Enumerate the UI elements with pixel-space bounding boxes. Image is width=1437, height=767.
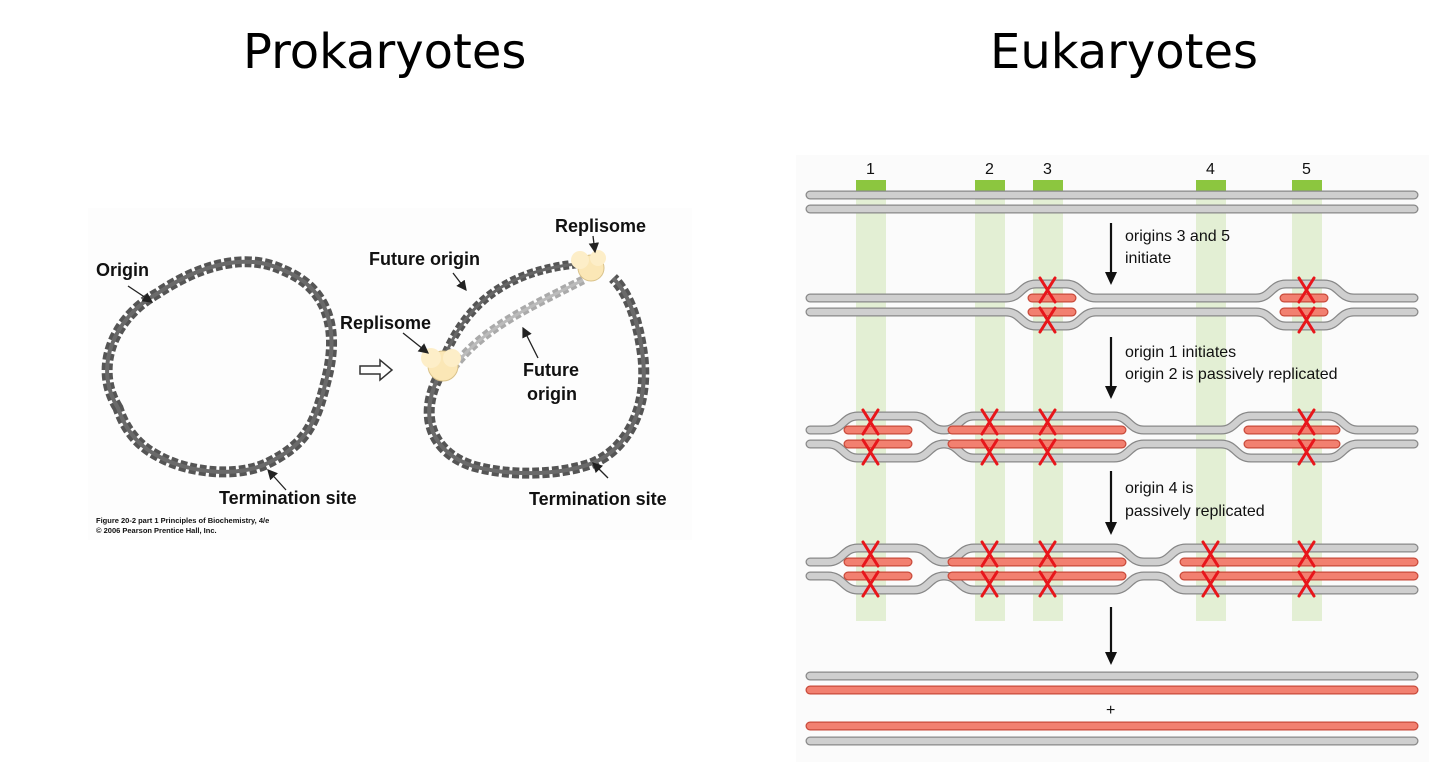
step-3-line-1: origin 4 is (1125, 480, 1193, 497)
dna-row-3 (805, 411, 1419, 463)
daughter-duplex-2 (805, 721, 1419, 746)
step-2-line-1: origin 1 initiates (1125, 344, 1236, 361)
future-origin-label-2a: Future (523, 360, 579, 380)
origin-number-1: 1 (866, 161, 875, 178)
dna-row-2 (805, 279, 1419, 331)
prokaryote-figure: Origin Termination site Future origin Re… (88, 208, 692, 540)
eukaryote-diagram: 1 2 3 4 5 (805, 161, 1419, 746)
eukaryote-figure: 1 2 3 4 5 (796, 155, 1429, 762)
replication-fork-marks (861, 276, 1316, 598)
origin-label: Origin (96, 260, 149, 280)
figure-credit-2: © 2006 Pearson Prentice Hall, Inc. (96, 526, 217, 535)
step-arrowheads (1105, 272, 1117, 665)
origin-markers (856, 180, 1322, 191)
origin-number-2: 2 (985, 161, 994, 178)
circular-chromosome (101, 256, 338, 478)
origin-number-4: 4 (1206, 161, 1215, 178)
step-1-line-2: initiate (1125, 250, 1171, 267)
plus-sign: + (1106, 702, 1115, 719)
transition-arrow (359, 358, 394, 382)
prokaryotes-heading: Prokaryotes (243, 24, 527, 80)
prokaryote-diagram: Origin Termination site Future origin Re… (96, 216, 667, 535)
dna-row-4 (805, 543, 1419, 595)
replisome-top (571, 250, 606, 282)
eukaryotes-heading: Eukaryotes (990, 24, 1258, 80)
replisome-left-label: Replisome (340, 313, 431, 333)
replisome-top-label: Replisome (555, 216, 646, 236)
daughter-duplex-1 (805, 671, 1419, 695)
termination-site-label-2: Termination site (529, 489, 667, 509)
step-3-line-2: passively replicated (1125, 503, 1265, 520)
step-2-line-2: origin 2 is passively replicated (1125, 366, 1338, 383)
future-origin-label-1: Future origin (369, 249, 480, 269)
future-origin-label-2b: origin (527, 384, 577, 404)
figure-credit-1: Figure 20-2 part 1 Principles of Biochem… (96, 516, 269, 525)
origin-number-5: 5 (1302, 161, 1311, 178)
step-1-line-1: origins 3 and 5 (1125, 228, 1230, 245)
dna-row-1 (805, 190, 1419, 214)
termination-site-label-1: Termination site (219, 488, 357, 508)
origin-number-3: 3 (1043, 161, 1052, 178)
